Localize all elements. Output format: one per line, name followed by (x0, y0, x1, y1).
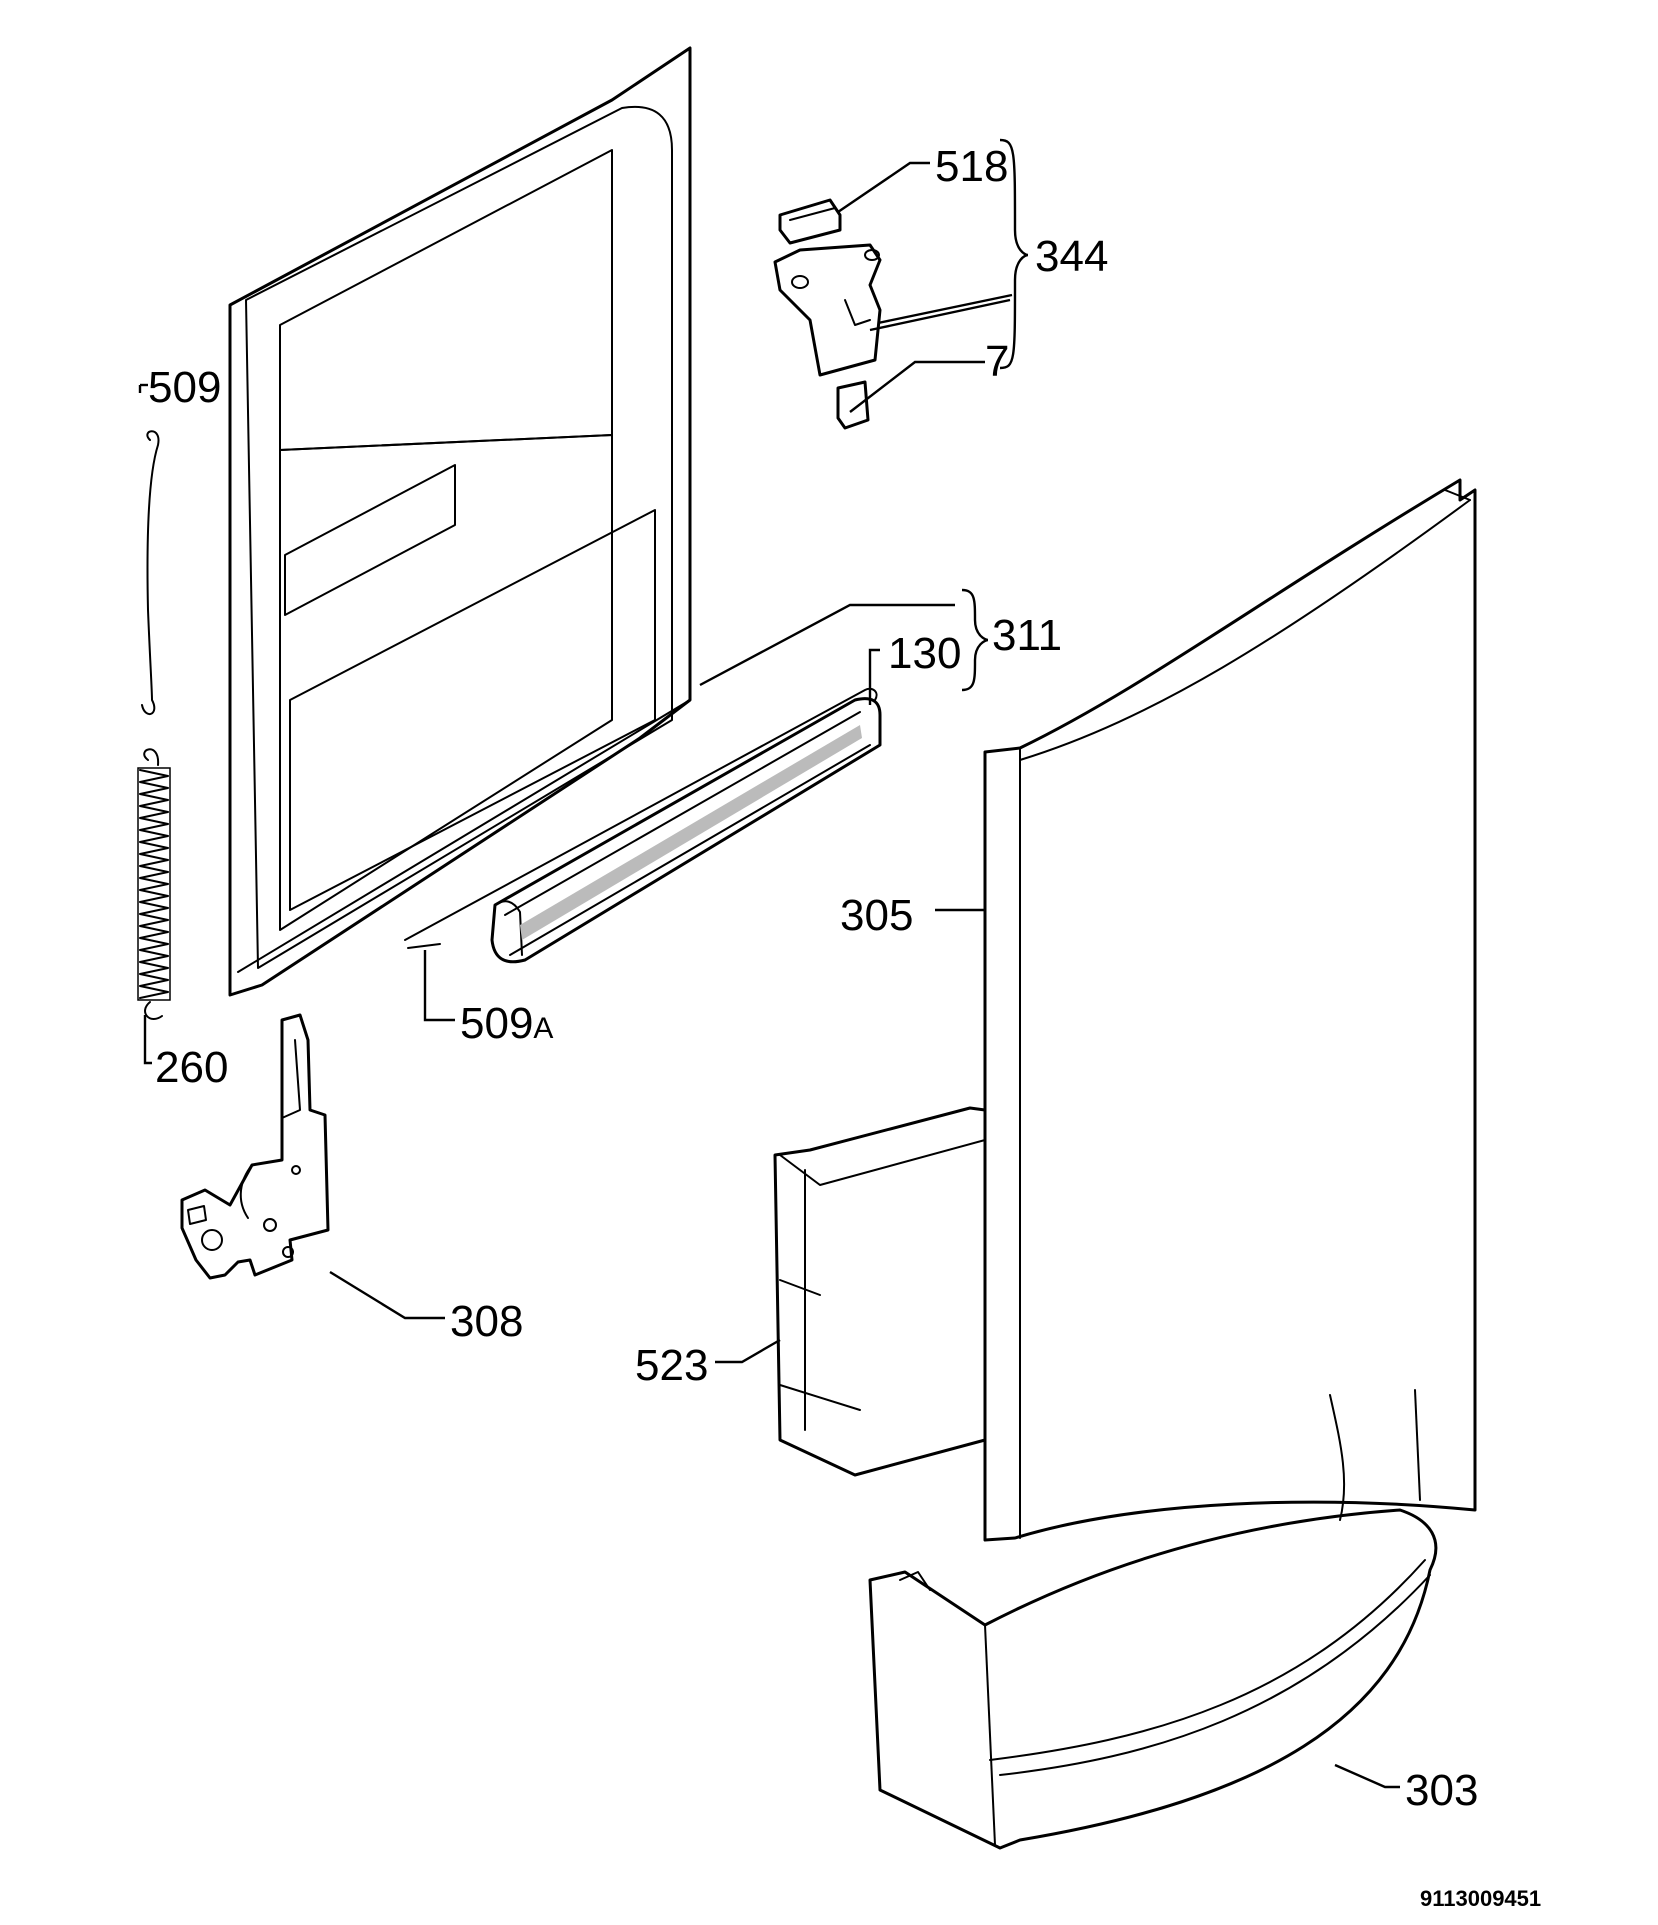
microswitch-7 (836, 380, 870, 430)
callout-305: 305 (840, 891, 913, 940)
hinge-bracket-308 (180, 1013, 330, 1280)
callout-509a: 509A (460, 999, 553, 1048)
callout-344: 344 (1035, 232, 1108, 281)
door-lock-518 (778, 198, 842, 245)
plinth-kickplate-303 (868, 1389, 1438, 1850)
callout-308: 308 (450, 1297, 523, 1346)
callout-518: 518 (935, 142, 1008, 191)
coil-spring-260 (137, 748, 171, 1021)
callout-260: 260 (155, 1043, 228, 1092)
outer-door-panel-305 (983, 478, 1477, 1542)
callout-311: 311 (992, 611, 1062, 660)
inner-door-panel (228, 46, 692, 997)
rail-rod-509a (404, 687, 878, 949)
callout-509: 509 (148, 363, 221, 412)
callout-523: 523 (635, 1341, 708, 1390)
document-id: 9113009451 (1420, 1886, 1541, 1911)
link-rod-spring-509 (141, 430, 160, 715)
leader-lines (138, 138, 1400, 1789)
callout-7: 7 (985, 337, 1009, 386)
callout-130: 130 (888, 629, 961, 678)
door-seal-130 (490, 697, 882, 964)
callout-303: 303 (1405, 1766, 1478, 1815)
door-lock-assembly-344 (773, 243, 882, 377)
control-panel-housing-523 (773, 1106, 987, 1477)
